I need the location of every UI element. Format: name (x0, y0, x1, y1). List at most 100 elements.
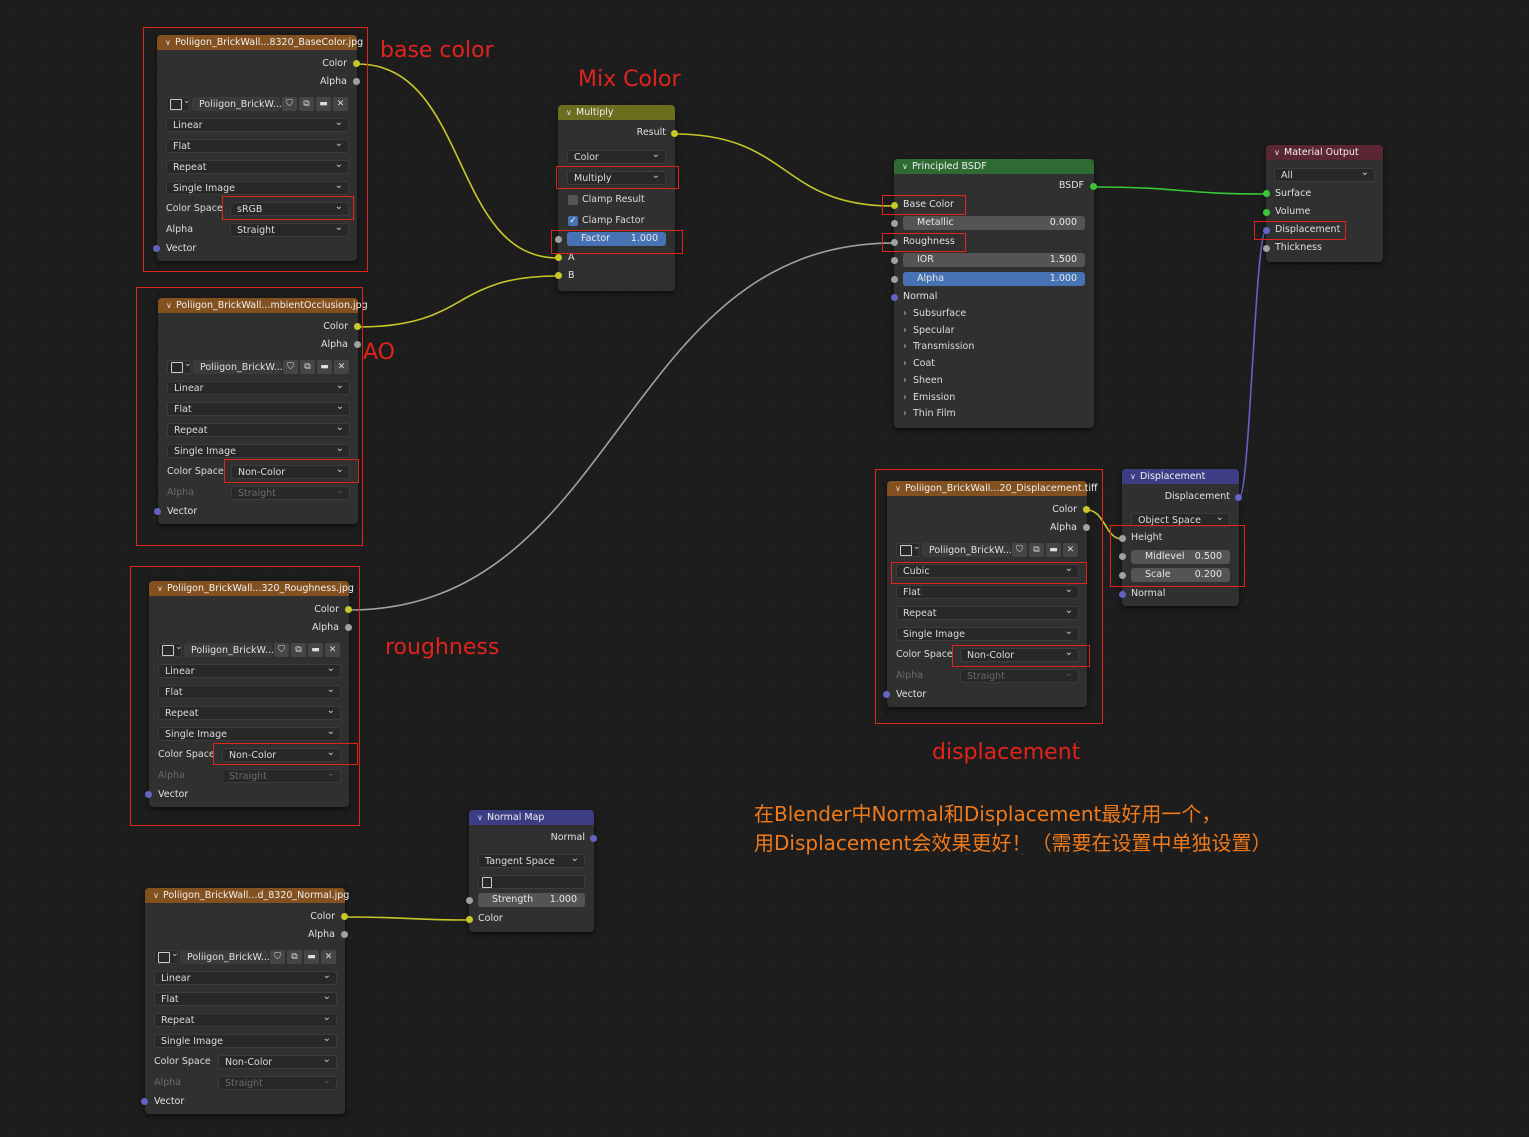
image-texture-node-ao[interactable]: ∨Poliigon_BrickWall...mbientOcclusion.jp… (154, 298, 368, 524)
chevron-down-icon[interactable]: ∨ (157, 584, 163, 593)
fake-user-shield-icon[interactable]: ⛉ (274, 643, 289, 657)
color-space-dropdown[interactable]: Non-Color (222, 746, 341, 762)
panel-sheen[interactable]: ›Sheen (903, 373, 943, 389)
input-thickness-socket[interactable] (1263, 245, 1270, 252)
fake-user-shield-icon[interactable]: ⛉ (282, 97, 297, 111)
input-displacement-socket[interactable] (1263, 227, 1270, 234)
blend-mode-dropdown[interactable]: Multiply (567, 169, 666, 185)
projection-dropdown[interactable]: Flat (167, 400, 350, 416)
panel-specular[interactable]: ›Specular (903, 323, 955, 339)
input-normal-socket[interactable] (891, 294, 898, 301)
folder-icon[interactable]: ▬ (308, 643, 323, 657)
input-vector-socket[interactable] (883, 691, 890, 698)
projection-dropdown[interactable]: Flat (158, 683, 341, 699)
folder-icon[interactable]: ▬ (304, 950, 319, 964)
chevron-down-icon[interactable]: ∨ (477, 813, 483, 822)
mix-color-node[interactable]: ∨Multiply Result Color Multiply Clamp Re… (555, 105, 678, 291)
chevron-down-icon[interactable]: ∨ (902, 162, 908, 171)
fake-user-shield-icon[interactable]: ⛉ (283, 360, 298, 374)
chevron-down-icon[interactable]: ∨ (566, 108, 572, 117)
close-icon[interactable]: ✕ (321, 950, 336, 964)
chevron-down-icon[interactable]: ∨ (895, 484, 901, 493)
interpolation-dropdown[interactable]: Linear (167, 379, 350, 395)
folder-icon[interactable]: ▬ (316, 97, 331, 111)
source-dropdown[interactable]: Single Image (896, 625, 1079, 641)
output-result-socket[interactable] (671, 130, 678, 137)
image-texture-node-normal[interactable]: ∨Poliigon_BrickWall...d_8320_Normal.jpg … (141, 888, 349, 1114)
close-icon[interactable]: ✕ (325, 643, 340, 657)
output-displacement-socket[interactable] (1235, 494, 1242, 501)
clamp-result-checkbox[interactable] (568, 195, 578, 205)
image-name-field[interactable]: Poliigon_BrickW... (192, 97, 282, 111)
input-vector-socket[interactable] (154, 508, 161, 515)
normal-map-node[interactable]: ∨Normal Map Normal Tangent Space Strengt… (466, 810, 597, 932)
image-browse-button[interactable]: ⌄ (896, 542, 921, 557)
panel-coat[interactable]: ›Coat (903, 356, 935, 372)
image-texture-node-displacement[interactable]: ∨Poliigon_BrickWall...20_Displacement.ti… (883, 481, 1098, 707)
source-dropdown[interactable]: Single Image (158, 725, 341, 741)
image-browse-button[interactable]: ⌄ (154, 949, 179, 964)
input-roughness-socket[interactable] (891, 239, 898, 246)
duplicate-icon[interactable]: ⧉ (299, 97, 314, 111)
folder-icon[interactable]: ▬ (317, 360, 332, 374)
input-base-color-socket[interactable] (891, 202, 898, 209)
output-alpha-socket[interactable] (341, 931, 348, 938)
input-metallic-socket[interactable] (891, 220, 898, 227)
node-header[interactable]: ∨Normal Map (469, 810, 594, 825)
input-vector-socket[interactable] (153, 245, 160, 252)
uv-map-field[interactable] (478, 875, 585, 889)
principled-bsdf-node[interactable]: ∨Principled BSDF BSDF Base Color Metalli… (891, 159, 1097, 428)
node-header[interactable]: ∨Poliigon_BrickWall...d_8320_Normal.jpg (145, 888, 349, 903)
close-icon[interactable]: ✕ (334, 360, 349, 374)
space-dropdown[interactable]: Object Space (1131, 511, 1230, 527)
fake-user-shield-icon[interactable]: ⛉ (270, 950, 285, 964)
output-color-socket[interactable] (345, 606, 352, 613)
input-vector-socket[interactable] (141, 1098, 148, 1105)
output-alpha-socket[interactable] (353, 78, 360, 85)
output-bsdf-socket[interactable] (1090, 183, 1097, 190)
output-alpha-socket[interactable] (345, 624, 352, 631)
extension-dropdown[interactable]: Repeat (158, 704, 341, 720)
chevron-down-icon[interactable]: ∨ (153, 891, 159, 900)
input-a-socket[interactable] (555, 254, 562, 261)
node-header[interactable]: ∨Poliigon_BrickWall...20_Displacement.ti… (887, 481, 1098, 496)
node-header[interactable]: ∨Material Output (1266, 145, 1383, 160)
source-dropdown[interactable]: Single Image (167, 442, 350, 458)
extension-dropdown[interactable]: Repeat (166, 158, 349, 174)
interpolation-dropdown[interactable]: Linear (166, 116, 349, 132)
duplicate-icon[interactable]: ⧉ (1029, 543, 1044, 557)
alpha-mode-dropdown[interactable]: Straight (231, 484, 350, 500)
image-browse-button[interactable]: ⌄ (158, 642, 183, 657)
alpha-mode-dropdown[interactable]: Straight (230, 221, 349, 237)
image-name-field[interactable]: Poliigon_BrickW... (193, 360, 283, 374)
image-name-field[interactable]: Poliigon_BrickW... (922, 543, 1012, 557)
material-output-node[interactable]: ∨Material Output All Surface Volume Disp… (1263, 145, 1383, 262)
interpolation-dropdown[interactable]: Linear (154, 969, 337, 985)
image-browse-button[interactable]: ⌄ (167, 359, 192, 374)
chevron-down-icon[interactable]: ∨ (1130, 472, 1136, 481)
projection-dropdown[interactable]: Flat (154, 990, 337, 1006)
chevron-down-icon[interactable]: ∨ (165, 38, 171, 47)
color-space-dropdown[interactable]: Non-Color (960, 646, 1079, 662)
chevron-down-icon[interactable]: ∨ (166, 301, 172, 310)
duplicate-icon[interactable]: ⧉ (291, 643, 306, 657)
input-factor-socket[interactable] (555, 236, 562, 243)
node-header[interactable]: ∨Displacement (1122, 469, 1239, 484)
displacement-node[interactable]: ∨Displacement Displacement Object Space … (1119, 469, 1242, 606)
input-strength-socket[interactable] (466, 897, 473, 904)
input-surface-socket[interactable] (1263, 190, 1270, 197)
panel-emission[interactable]: ›Emission (903, 390, 955, 406)
panel-thin-film[interactable]: ›Thin Film (903, 406, 956, 422)
chevron-down-icon[interactable]: ∨ (1274, 148, 1280, 157)
target-dropdown[interactable]: All (1274, 166, 1375, 182)
panel-transmission[interactable]: ›Transmission (903, 339, 974, 355)
input-color-socket[interactable] (466, 916, 473, 923)
output-alpha-socket[interactable] (1083, 524, 1090, 531)
folder-icon[interactable]: ▬ (1046, 543, 1061, 557)
node-header[interactable]: ∨Poliigon_BrickWall...8320_BaseColor.jpg (157, 35, 363, 50)
